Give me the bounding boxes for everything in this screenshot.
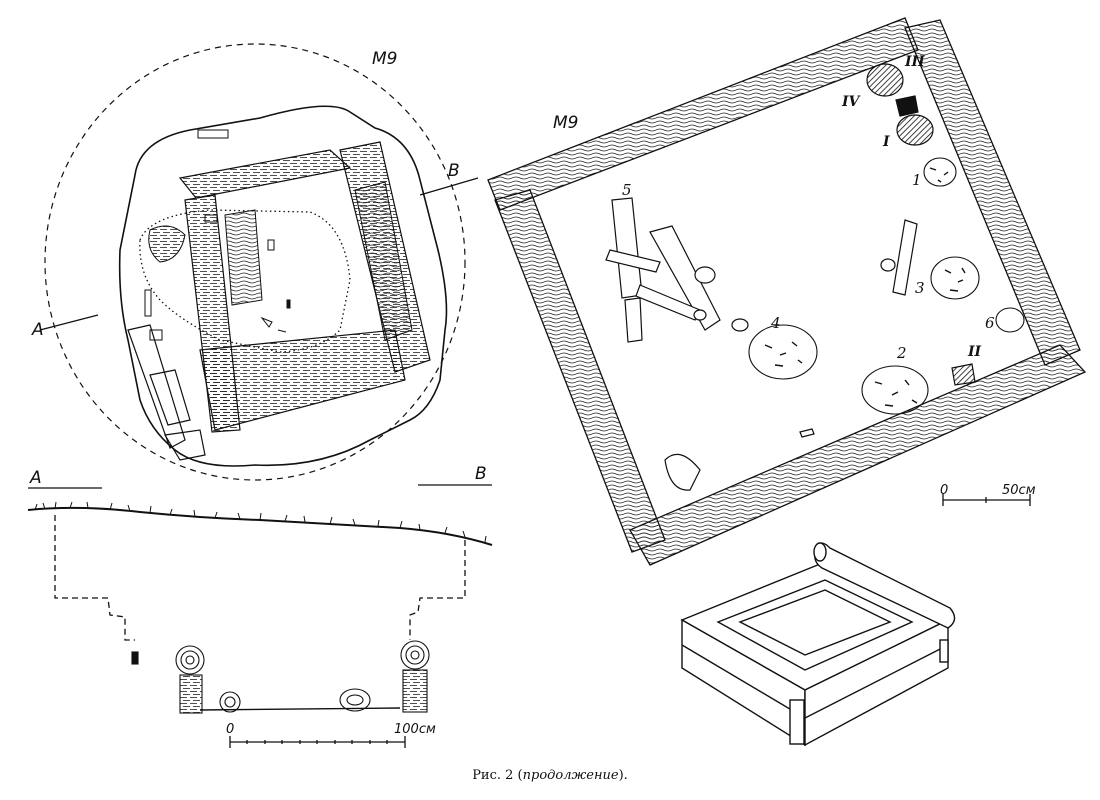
plan-title: M9 [372,49,397,69]
object-label-5: 5 [622,181,632,199]
burial-pit-dotted [139,209,351,353]
vessel-label-i: I [882,134,890,150]
log-sections [131,640,430,714]
vessel-label-iv: IV [841,94,862,110]
log-frame-plan [178,141,431,433]
bone-clusters [748,157,1025,415]
profile-scale-start: 0 [226,722,234,737]
pit-profile [54,515,135,641]
log-frame-reconstruction [680,542,956,747]
kurgan-plan: M9 A B [31,43,479,481]
skeletal-remains [605,197,918,491]
grave-scale-bar [942,494,1031,506]
mound-outline [44,43,466,481]
profile-section: A B 0 100см [27,464,493,748]
bone-fragments-plan [144,129,291,341]
section-label-b: B [448,161,460,181]
pit-profile-right [409,540,466,640]
section-line-a [39,314,99,331]
figure-caption: Рис. 2 (продолжение). [0,768,1100,783]
grave-scale-start: 0 [940,483,948,498]
chamber-logs [487,17,1087,566]
vessel-label-iii: III [904,54,925,70]
caption-prefix: Рис. 2 ( [472,768,523,783]
object-label-1: 1 [912,171,922,189]
stone-slabs [127,324,206,461]
section-line-b [419,177,479,196]
caption-suffix: ). [618,768,628,783]
grave-scale-end: 50см [1002,483,1036,498]
caption-italic: продолжение [522,768,619,783]
ground-surface [27,506,493,546]
log-bottom [629,344,1087,566]
grave-plan: M9 III IV I II [487,17,1087,566]
profile-label-a: A [29,468,42,488]
object-label-2: 2 [896,344,907,362]
vessels [866,63,976,386]
section-label-a: A [31,320,44,340]
profile-label-b: B [475,464,487,484]
grave-plan-title: M9 [553,113,578,133]
log-right [904,19,1081,366]
pit-outline [118,105,448,467]
profile-scale-end: 100см [394,722,436,737]
object-label-4: 4 [770,314,781,332]
vessel-label-ii: II [967,344,982,360]
profile-scale-bar [229,736,406,748]
grass-tufts [34,501,487,543]
log-left [494,189,666,553]
object-label-6: 6 [985,314,995,332]
pit-floor [199,707,401,711]
object-label-3: 3 [915,279,925,297]
